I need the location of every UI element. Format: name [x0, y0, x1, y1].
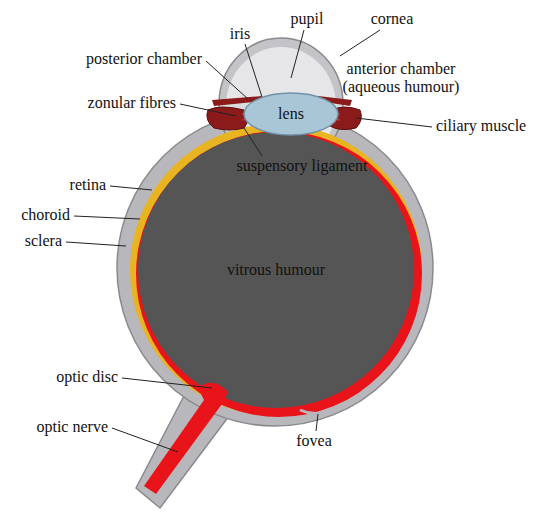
part-label: iris [230, 25, 250, 43]
sclera-shape [117, 110, 433, 426]
leader-line [244, 128, 262, 156]
leader-line [66, 242, 126, 246]
choroid-layer [130, 124, 422, 416]
leader-line [206, 61, 248, 99]
part-label: lens [278, 105, 304, 123]
part-label: optic disc [56, 368, 118, 386]
leader-line [122, 378, 212, 388]
part-label: retina [70, 176, 106, 194]
vitreous-region: vitrous humour [138, 132, 414, 408]
lens-shape: lens [243, 92, 339, 136]
part-label: sclera [25, 232, 62, 250]
part-label: anterior chamber (aqueous humour) [332, 60, 470, 96]
part-label: pupil [291, 10, 324, 28]
leader-line [245, 44, 262, 97]
leader-line [316, 414, 318, 431]
fovea-pit [300, 408, 336, 414]
part-label: fovea [296, 432, 332, 450]
leader-line [112, 428, 178, 452]
part-label: vitrous humour [227, 261, 325, 279]
part-label: zonular fibres [88, 94, 176, 112]
retina-layer [136, 131, 422, 417]
leader-line [356, 118, 432, 127]
leader-line [110, 186, 152, 190]
node-outline-ellipse [244, 93, 338, 135]
part-label: suspensory ligament [236, 157, 367, 175]
leader-line [291, 30, 304, 78]
leader-line [340, 30, 380, 56]
vitreous-shape [138, 132, 414, 408]
part-label: ciliary muscle [436, 117, 526, 135]
node-outline-ellipse [139, 133, 413, 407]
part-label: cornea [371, 10, 414, 28]
optic-nerve-shape [144, 383, 228, 494]
leader-line [74, 216, 140, 219]
part-label: posterior chamber [86, 50, 202, 68]
ciliary-muscle-shape [207, 107, 248, 130]
part-label: choroid [21, 206, 70, 224]
part-label: optic nerve [36, 418, 108, 436]
leader-line [180, 104, 236, 116]
